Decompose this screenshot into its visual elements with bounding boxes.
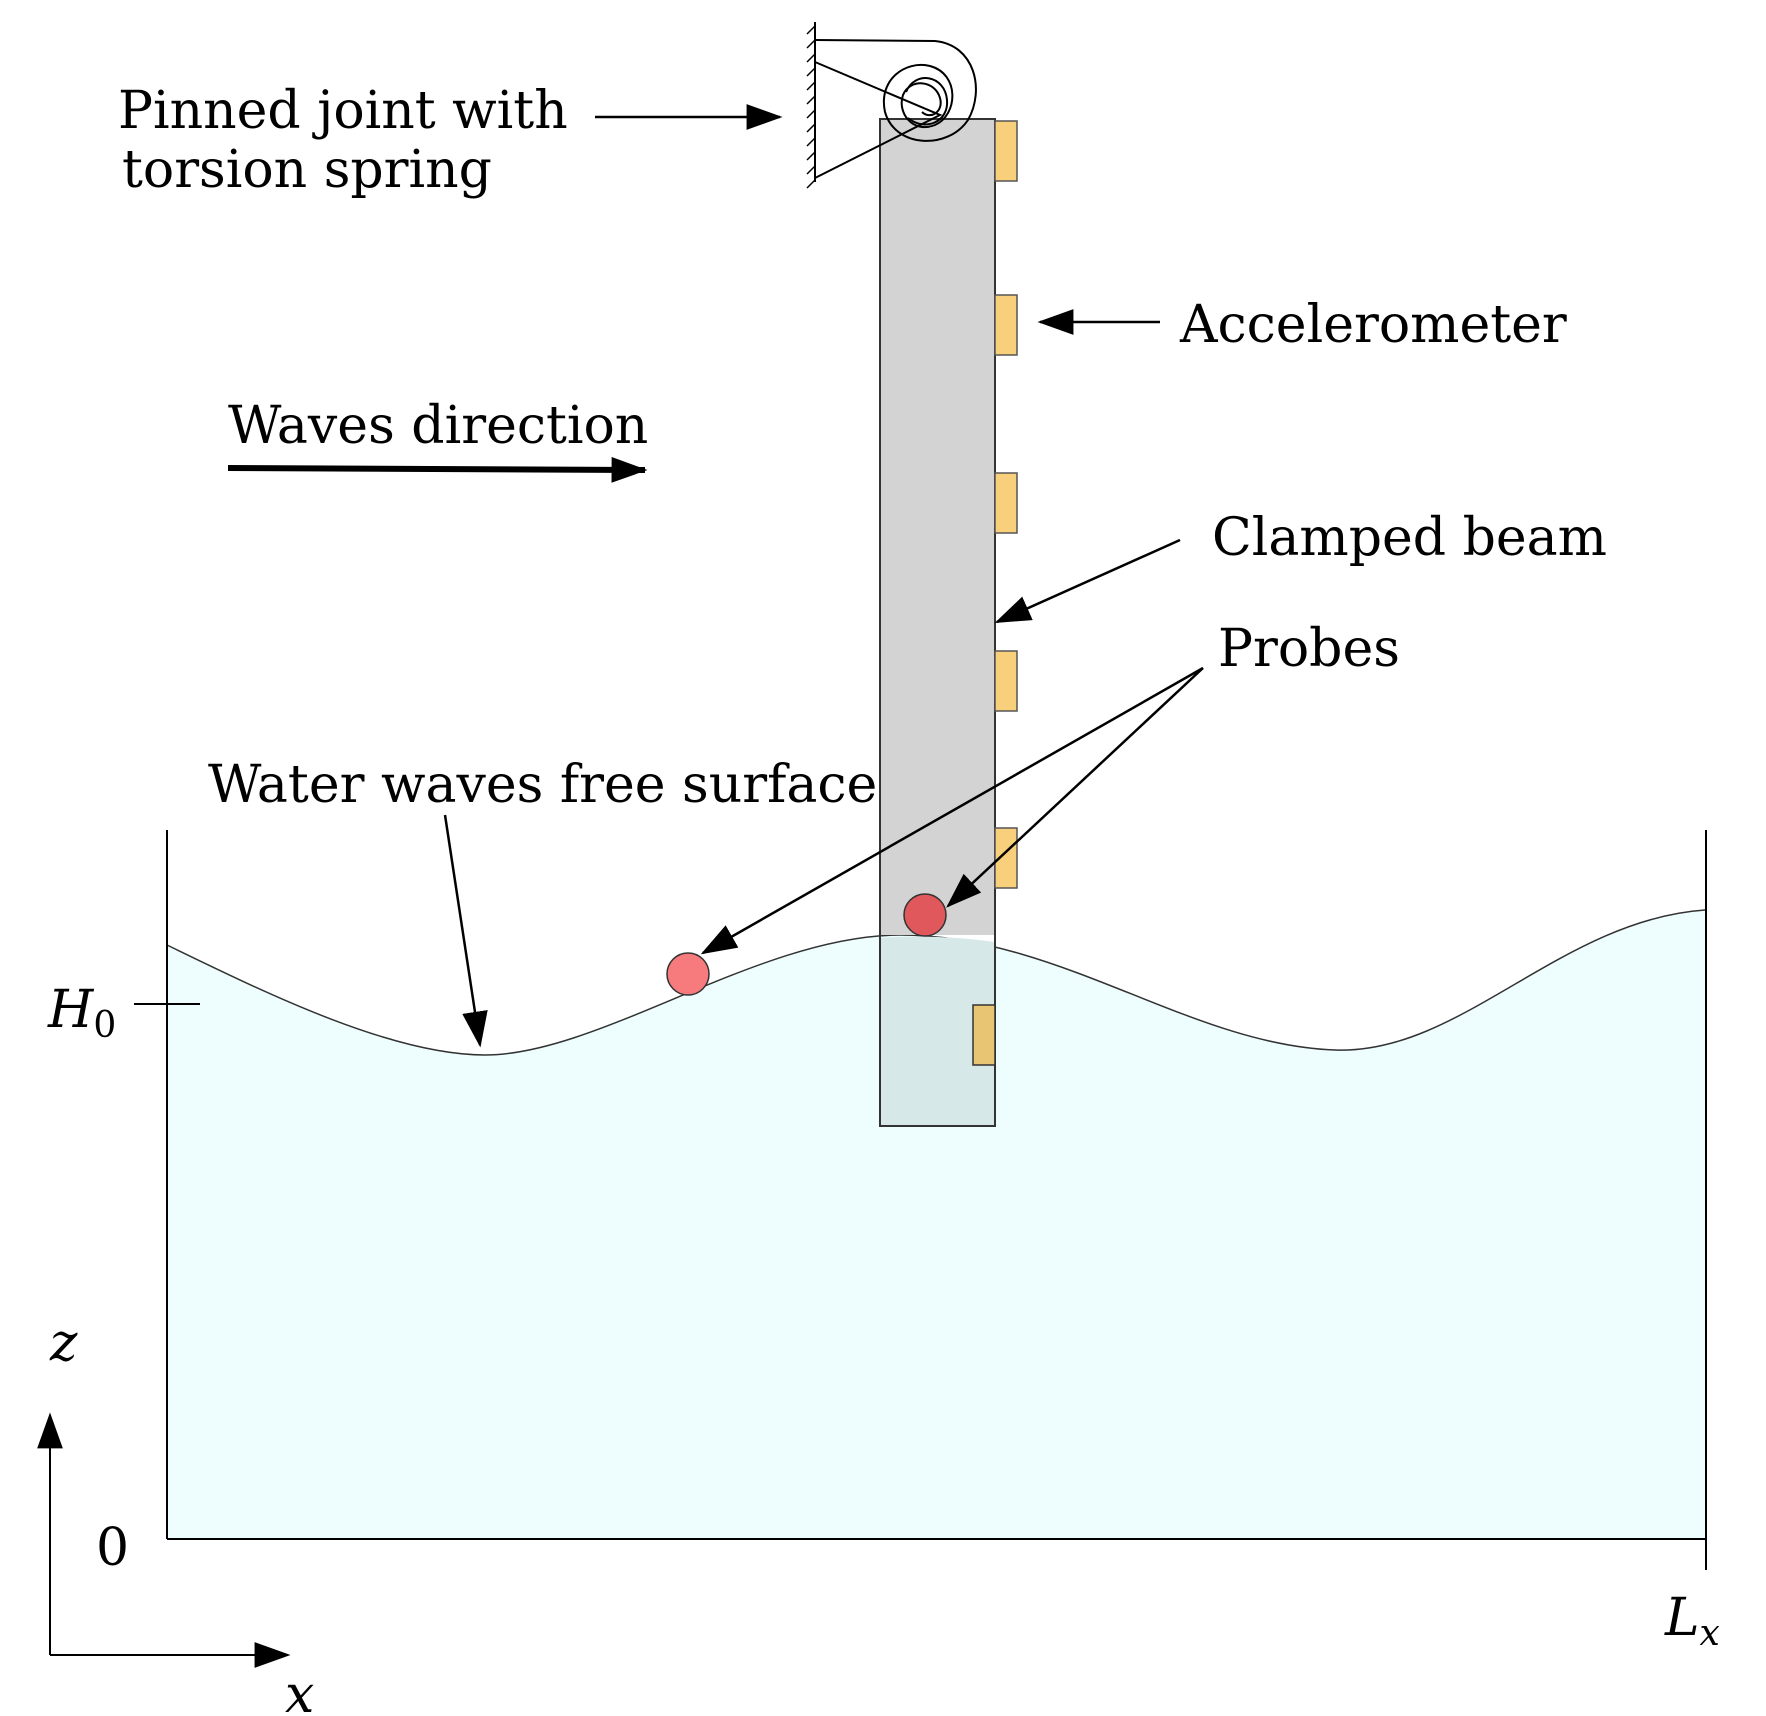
label-pinned-joint-line1: Pinned joint with: [118, 81, 568, 141]
accelerometer-3: [994, 472, 1018, 534]
beam-above-water: [880, 119, 995, 935]
axis-label-x: x: [285, 1665, 314, 1716]
accelerometer-2: [994, 294, 1018, 356]
probe-left-arrow: [700, 666, 1204, 955]
clamped-beam-arrow: [994, 538, 1181, 624]
beam-submerged: [880, 936, 995, 1126]
probe-left: [666, 952, 710, 996]
accelerometers: [972, 120, 1018, 1066]
free-surface-arrow: [443, 814, 488, 1048]
accelerometer-5: [994, 827, 1018, 889]
accelerometer-submerged: [972, 1004, 996, 1066]
waves-direction-arrow: [227, 456, 648, 483]
water-free-surface: [166, 909, 1706, 1056]
label-waves-direction: Waves direction: [228, 396, 648, 456]
water-body: [167, 910, 1705, 1539]
axis-label-z: z: [49, 1313, 78, 1373]
label-pinned-joint-line2: torsion spring: [122, 140, 492, 200]
axis-label-h0: H0: [47, 980, 116, 1046]
axis-label-lx: Lx: [1664, 1588, 1720, 1654]
label-probes: Probes: [1218, 619, 1400, 679]
probe-right: [903, 893, 947, 937]
torsion-spring: [814, 39, 977, 142]
label-accelerometer: Accelerometer: [1179, 295, 1567, 355]
accelerometer-1: [994, 120, 1018, 182]
label-clamped-beam: Clamped beam: [1212, 508, 1607, 568]
probe-right-arrow: [946, 667, 1204, 908]
axis-label-zero: 0: [96, 1518, 129, 1578]
pinned-joint-support: [806, 22, 943, 189]
label-free-surface: Water waves free surface: [208, 755, 877, 815]
accelerometer-4: [994, 650, 1018, 712]
